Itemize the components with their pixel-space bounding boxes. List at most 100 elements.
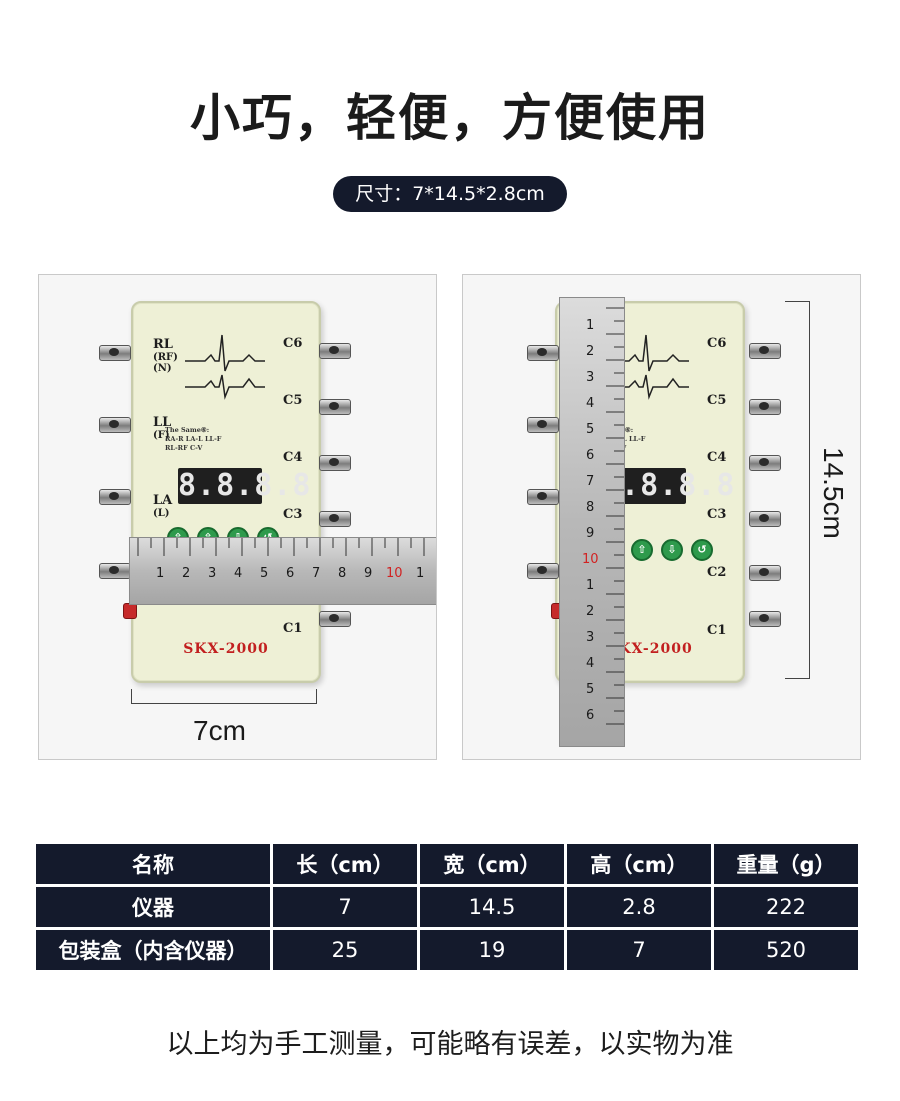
lead-label-c2: C2 (707, 565, 727, 580)
snap-connector-icon (99, 345, 131, 361)
table-cell: 19 (420, 930, 564, 970)
ruler-number: 4 (234, 566, 243, 581)
table-row: 仪器 7 14.5 2.8 222 (36, 887, 858, 927)
lead-label-la: LA (L) (153, 493, 173, 519)
ruler-number: 1 (416, 566, 425, 581)
down-arrow-button: ⇩ (661, 539, 683, 561)
ruler-number: 5 (586, 422, 595, 437)
table-cell: 25 (273, 930, 417, 970)
ruler-number: 3 (586, 370, 595, 385)
ruler-number: 2 (586, 604, 595, 619)
lead-label-c1: C1 (283, 621, 303, 636)
table-cell: 14.5 (420, 887, 564, 927)
table-cell: 7 (273, 887, 417, 927)
lead-label-c3: C3 (283, 507, 303, 522)
table-header-cell: 长（cm） (273, 844, 417, 884)
ruler-number: 5 (586, 682, 595, 697)
ruler-number: 6 (286, 566, 295, 581)
headline: 小巧，轻便，方便使用 (190, 89, 710, 147)
ruler-number: 9 (364, 566, 373, 581)
ruler-number: 4 (586, 656, 595, 671)
snap-connector-icon (749, 399, 781, 415)
ruler-number: 6 (586, 708, 595, 723)
table-cell: 2.8 (567, 887, 711, 927)
ruler-ticks (606, 307, 624, 725)
ruler-number: 1 (156, 566, 165, 581)
snap-connector-icon (749, 511, 781, 527)
ruler-number: 10 (582, 552, 599, 567)
photo-height-measurement: C6 C5 C4 C3 C2 C1 The Same⑥: RA-R LA-L L… (462, 274, 861, 760)
table-cell: 7 (567, 930, 711, 970)
snap-connector-icon (527, 563, 559, 579)
ruler-number: 1 (586, 318, 595, 333)
ruler-number: 5 (260, 566, 269, 581)
ruler-number: 6 (586, 448, 595, 463)
table-header-cell: 名称 (36, 844, 270, 884)
width-dimension-line (131, 703, 317, 704)
ruler-number: 8 (586, 500, 595, 515)
table-cell: 包装盒（内含仪器） (36, 930, 270, 970)
model-label: SKX-2000 (607, 641, 693, 657)
device-body: RL (RF) (N) LL (F) LA (L) C6 C5 C4 C3 C1… (131, 301, 321, 683)
snap-connector-icon (527, 345, 559, 361)
table-cell: 仪器 (36, 887, 270, 927)
ruler-number: 1 (586, 578, 595, 593)
ruler-number: 3 (208, 566, 217, 581)
lead-label-ll: LL (F) (153, 415, 172, 441)
horizontal-ruler: 1 2 3 4 5 6 7 8 9 10 1 2 (129, 537, 436, 605)
lead-label-c5: C5 (707, 393, 727, 408)
snap-connector-icon (99, 417, 131, 433)
height-dimension-line (809, 301, 810, 679)
ecg-wave-icon (609, 334, 689, 400)
lead-label-rl: RL (RF) (N) (153, 337, 178, 374)
snap-connector-icon (319, 343, 351, 359)
ruler-number: 2 (182, 566, 191, 581)
table-header-cell: 重量（g） (714, 844, 858, 884)
ruler-ticks (137, 538, 425, 556)
ecg-wave-icon (185, 334, 265, 400)
ruler-number: 10 (386, 566, 403, 581)
snap-connector-icon (319, 399, 351, 415)
ruler-number: 9 (586, 526, 595, 541)
table-cell: 222 (714, 887, 858, 927)
size-badge: 尺寸：7*14.5*2.8cm (333, 176, 567, 212)
ruler-number: 3 (586, 630, 595, 645)
footnote: 以上均为手工测量，可能略有误差，以实物为准 (166, 1029, 734, 1060)
table-header-cell: 宽（cm） (420, 844, 564, 884)
width-dimension-tick (131, 689, 132, 704)
ruler-number: 7 (312, 566, 321, 581)
snap-connector-icon (99, 563, 131, 579)
table-header-cell: 高（cm） (567, 844, 711, 884)
up-arrow-button: ⇧ (631, 539, 653, 561)
height-dimension-tick (785, 678, 810, 679)
lead-label-c1: C1 (707, 623, 727, 638)
seven-segment-display: 8.8.8.8 (178, 468, 312, 504)
reset-button: ↺ (691, 539, 713, 561)
model-label: SKX-2000 (183, 641, 269, 657)
width-label: 7cm (193, 715, 246, 746)
snap-connector-icon (527, 489, 559, 505)
lead-label-c6: C6 (283, 336, 303, 351)
ruler-number: 2 (586, 344, 595, 359)
snap-connector-icon (527, 417, 559, 433)
lead-label-c3: C3 (707, 507, 727, 522)
ruler-number: 7 (586, 474, 595, 489)
table-row: 包装盒（内含仪器） 25 19 7 520 (36, 930, 858, 970)
lead-mapping-text: The Same⑥: RA-R LA-L LL-F RL-RF C-V (165, 426, 222, 452)
table-header-row: 名称 长（cm） 宽（cm） 高（cm） 重量（g） (36, 844, 858, 884)
photo-width-measurement: RL (RF) (N) LL (F) LA (L) C6 C5 C4 C3 C1… (38, 274, 437, 760)
ruler-number: 8 (338, 566, 347, 581)
lead-label-c4: C4 (707, 450, 727, 465)
snap-connector-icon (749, 455, 781, 471)
height-dimension-tick (785, 301, 810, 302)
snap-connector-icon (319, 511, 351, 527)
lead-label-c5: C5 (283, 393, 303, 408)
lead-label-c4: C4 (283, 450, 303, 465)
snap-connector-icon (319, 455, 351, 471)
spec-table: 名称 长（cm） 宽（cm） 高（cm） 重量（g） 仪器 7 14.5 2.8… (33, 841, 861, 973)
height-label: 14.5cm (818, 447, 849, 539)
snap-connector-icon (99, 489, 131, 505)
snap-connector-icon (749, 611, 781, 627)
lead-label-c6: C6 (707, 336, 727, 351)
width-dimension-tick (316, 689, 317, 704)
